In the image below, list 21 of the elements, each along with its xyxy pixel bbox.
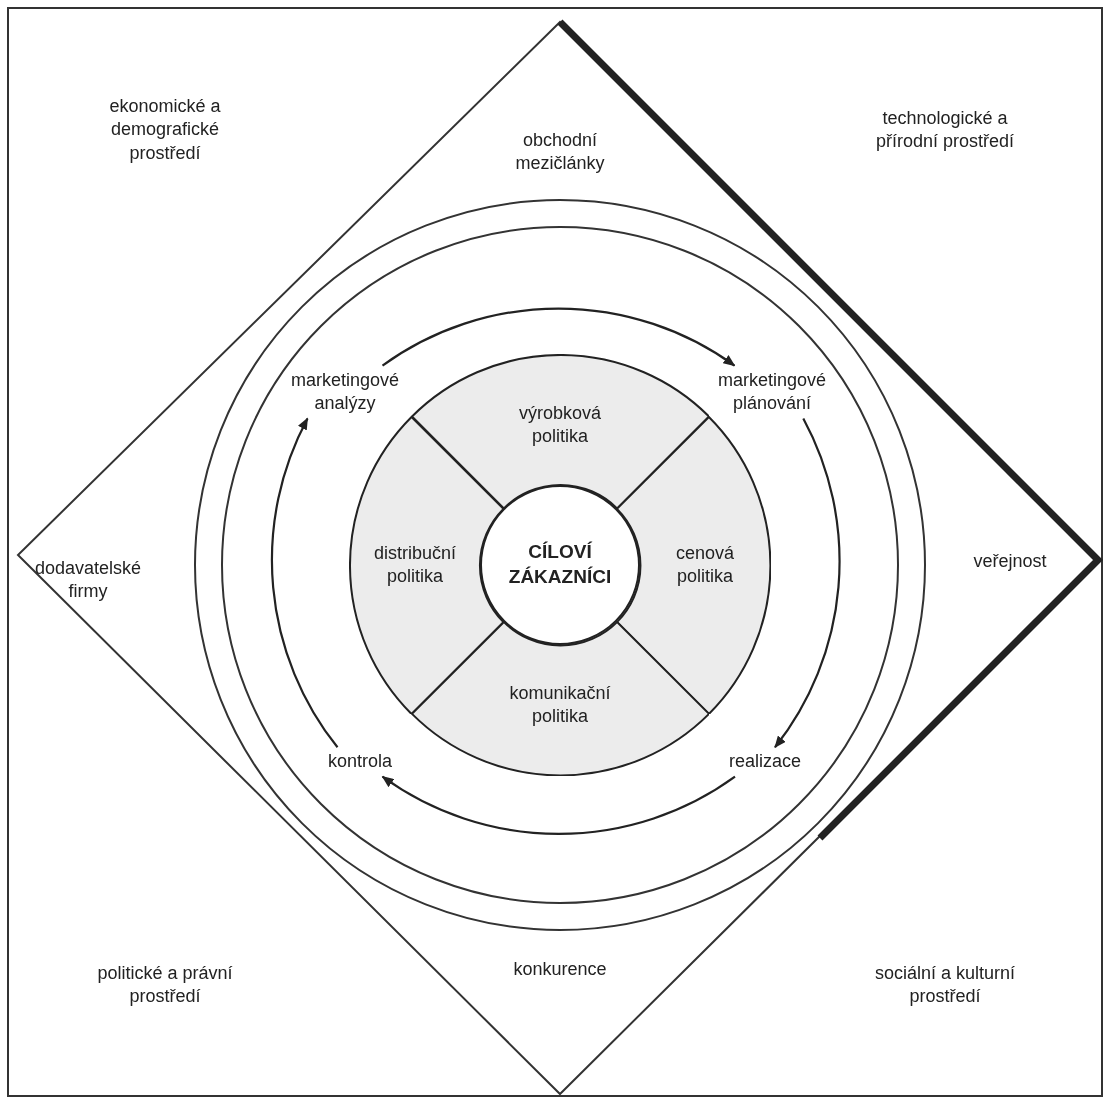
environment-label: konkurence xyxy=(512,958,608,982)
sector-label: komunikační politika xyxy=(508,681,612,728)
cycle-arrow xyxy=(270,417,339,748)
stage-label: marketingové plánování xyxy=(709,368,835,416)
cycle-arrow xyxy=(381,775,736,835)
environment-label: technologické a přírodní prostředí xyxy=(874,106,1016,153)
environment-label: sociální a kulturní prostředí xyxy=(873,961,1017,1008)
environment-label: politické a právní prostředí xyxy=(96,961,234,1008)
environment-label: veřejnost xyxy=(972,550,1048,574)
cycle-arrow xyxy=(774,417,841,749)
environment-label: obchodní mezičlánky xyxy=(514,128,606,175)
environment-label: dodavatelské firmy xyxy=(33,556,143,603)
environment-label: ekonomické a demografické prostředí xyxy=(108,94,222,165)
sector-label: distribuční politika xyxy=(372,541,457,588)
stage-label: marketingové analýzy xyxy=(282,368,408,416)
stage-label: kontrola xyxy=(315,750,405,774)
stage-label: realizace xyxy=(715,750,815,774)
center-label: CÍLOVÍ ZÁKAZNÍCI xyxy=(507,540,613,589)
sector-label: výrobková politika xyxy=(517,401,602,448)
sector-label: cenová politika xyxy=(674,541,735,588)
cycle-arrow xyxy=(381,307,736,367)
